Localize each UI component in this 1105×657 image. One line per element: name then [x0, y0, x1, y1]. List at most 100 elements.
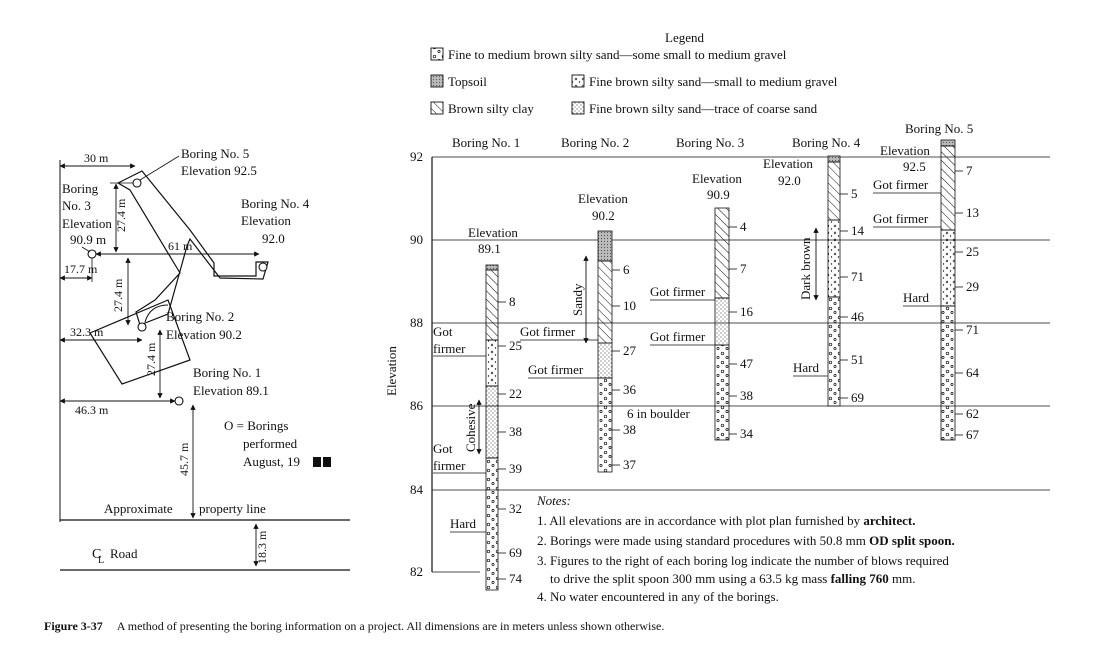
elev-label-5-a: Elevation — [880, 143, 930, 158]
property-line-label-1: Approximate — [104, 501, 173, 516]
elev-label-1-b: 89.1 — [478, 241, 501, 256]
boring-2-marker — [137, 322, 147, 332]
blow-count: 13 — [966, 205, 979, 220]
annotation-firmer: firmer — [433, 341, 466, 356]
building-outline — [116, 170, 269, 326]
blow-count: 6 — [623, 262, 630, 277]
blow-count: 71 — [966, 322, 979, 337]
dim-18-3m: 18.3 m — [255, 530, 269, 564]
boring3-line1: Boring — [62, 181, 99, 196]
y-tick-92: 92 — [410, 149, 423, 164]
blow-count: 22 — [509, 386, 522, 401]
y-tick-82: 82 — [410, 564, 423, 579]
dim-17-7m: 17.7 m — [64, 262, 98, 276]
blow-count: 4 — [740, 219, 747, 234]
annotation-boulder: 6 in boulder — [627, 406, 690, 421]
y-tick-90: 90 — [410, 232, 423, 247]
blow-count: 67 — [966, 427, 980, 442]
legend-title: Legend — [665, 30, 704, 45]
boring5-elev: Elevation 92.5 — [181, 163, 257, 178]
legend-swatch-coarse-trace — [571, 101, 585, 115]
blow-count: 37 — [623, 457, 637, 472]
borings-note-1: O = Borings — [224, 418, 288, 433]
boring-4-column — [827, 155, 841, 407]
elev-label-3-b: 90.9 — [707, 187, 730, 202]
blow-count: 7 — [966, 163, 973, 178]
caption-text: A method of presenting the boring inform… — [116, 619, 665, 633]
legend-label-gravel-sand: Fine to medium brown silty sand—some sma… — [448, 47, 787, 62]
centerline-symbol: C — [92, 547, 101, 562]
annotation-cohesive: Cohesive — [463, 403, 478, 452]
boring3-line2: No. 3 — [62, 198, 91, 213]
boring-4-marker — [258, 262, 268, 272]
boring-4-blows: 5 14 71 46 51 69 — [840, 186, 865, 405]
note-3-cont: to drive the split spoon 300 mm using a … — [550, 571, 915, 586]
note-1: 1. All elevations are in accordance with… — [537, 513, 915, 528]
blow-count: 62 — [966, 406, 979, 421]
caption-number: Figure 3-37 — [44, 619, 103, 633]
annotation-sandy: Sandy — [570, 283, 585, 316]
blow-count: 38 — [623, 422, 636, 437]
blow-count: 14 — [851, 223, 865, 238]
boring4-line3: 92.0 — [262, 231, 285, 246]
boring-profile: 92 90 88 86 84 82 Elevation Boring No. 1… — [384, 121, 1050, 604]
redaction-mark — [323, 457, 331, 467]
blow-count: 64 — [966, 365, 980, 380]
borings-note-3: August, 19 — [243, 454, 300, 469]
blow-count: 34 — [740, 426, 754, 441]
boring-5-column — [940, 139, 956, 441]
blow-count: 5 — [851, 186, 858, 201]
dim-27-4-top: 27.4 m — [114, 198, 128, 232]
boring-3-column — [714, 207, 730, 441]
boring-5-blows: 7 13 25 29 71 64 62 67 — [955, 163, 980, 442]
figure-caption: Figure 3-37 A method of presenting the bo… — [44, 619, 664, 634]
boring-3-blows: 4 7 16 47 38 34 — [729, 219, 754, 441]
boring-1-column — [485, 264, 499, 591]
boring2-elev: Elevation 90.2 — [166, 327, 242, 342]
boring-title-2: Boring No. 2 — [561, 135, 629, 150]
redaction-mark — [313, 457, 321, 467]
boring-1-blows: 8 25 22 38 39 32 69 74 — [498, 294, 523, 586]
annotation-got-firmer: Got firmer — [873, 177, 929, 192]
blow-count: 16 — [740, 304, 754, 319]
legend-swatch-fine-gravel — [571, 74, 585, 88]
blow-count: 51 — [851, 352, 864, 367]
elev-label-2-b: 90.2 — [592, 208, 615, 223]
dim-27-4-low: 27.4 m — [144, 342, 158, 376]
blow-count: 10 — [623, 298, 636, 313]
blow-count: 27 — [623, 343, 637, 358]
elev-label-5-b: 92.5 — [903, 159, 926, 174]
blow-count: 29 — [966, 279, 979, 294]
elev-label-1-a: Elevation — [468, 225, 518, 240]
property-line-label-2: property line — [199, 501, 266, 516]
annotation-got: Got — [433, 441, 453, 456]
dim-32-3m: 32.3 m — [70, 325, 104, 339]
boring-2-blows: 6 10 27 36 38 37 — [612, 262, 637, 472]
boring-5-marker — [132, 178, 142, 188]
elev-label-4-a: Elevation — [763, 156, 813, 171]
blow-count: 32 — [509, 501, 522, 516]
blow-count: 7 — [740, 261, 747, 276]
annotation-got-firmer: Got firmer — [520, 324, 576, 339]
legend: Legend Fine to medium brown silty sand—s… — [430, 30, 838, 116]
annotation-hard: Hard — [903, 290, 929, 305]
boring-2-column — [597, 230, 613, 473]
blow-count: 69 — [851, 390, 864, 405]
annotation-got-firmer: Got firmer — [650, 329, 706, 344]
boring-title-4: Boring No. 4 — [792, 135, 861, 150]
annotation-got-firmer: Got firmer — [873, 211, 929, 226]
boring4-line2: Elevation — [241, 213, 291, 228]
annotation-got-firmer: Got firmer — [528, 362, 584, 377]
dim-27-4-mid: 27.4 m — [111, 278, 125, 312]
boring3-line4: 90.9 m — [70, 232, 106, 247]
elev-label-2-a: Elevation — [578, 191, 628, 206]
note-4: 4. No water encountered in any of the bo… — [537, 589, 779, 604]
boring1-title: Boring No. 1 — [193, 365, 261, 380]
boring1-elev: Elevation 89.1 — [193, 383, 269, 398]
blow-count: 39 — [509, 461, 522, 476]
annotation-hard: Hard — [450, 516, 476, 531]
legend-label-coarse-trace: Fine brown silty sand—trace of coarse sa… — [589, 101, 818, 116]
annotation-hard: Hard — [793, 360, 819, 375]
boring4-line1: Boring No. 4 — [241, 196, 310, 211]
